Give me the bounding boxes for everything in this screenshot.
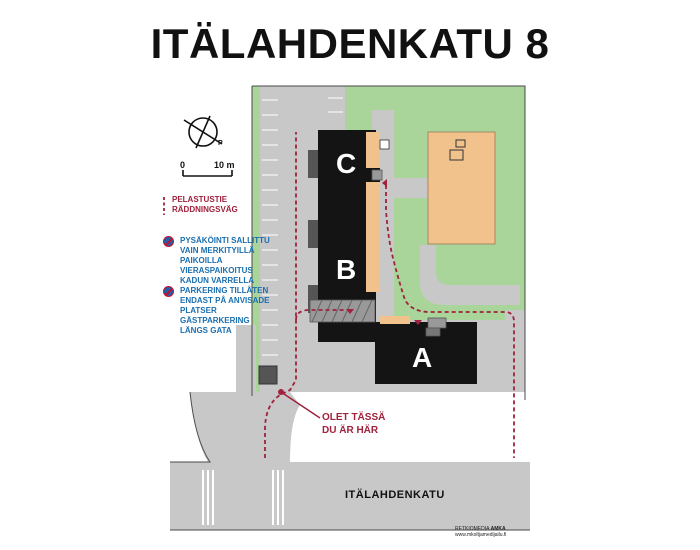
building-a-label: A [412, 342, 433, 373]
building-d-feature-2 [455, 139, 466, 148]
site-outline [170, 85, 530, 531]
building-b-annex [366, 180, 380, 292]
rescue-route [264, 132, 515, 458]
parking-stalls [262, 97, 343, 356]
parking-strip [236, 325, 256, 395]
scale-end-label: 10 m [214, 160, 235, 170]
driveway-curve [420, 245, 520, 305]
legend-rescue-sv: RÄDDNINGSVÄG [172, 205, 238, 214]
building-b-side-3 [308, 285, 318, 313]
crosswalk-right [272, 470, 284, 525]
legend-parking-fi-line: PYSÄKÖINTI SALLITTU [180, 236, 270, 245]
info-board [258, 365, 278, 385]
white-lot [290, 392, 525, 462]
legend-parking-sv: PARKERING TILLÅTEN ENDAST PÅ ANVISADE PL… [180, 286, 270, 336]
building-b-side-1 [308, 150, 318, 178]
no-parking-icon [163, 286, 174, 297]
building-d [427, 131, 496, 245]
street [170, 462, 530, 530]
scale-start-label: 0 [180, 160, 186, 170]
legend-rescue-route: PELASTUSTIE RÄDDNINGSVÄG [172, 195, 238, 215]
rescue-arrow-2 [346, 309, 354, 314]
legend-parking-sv-line: LÄNGS GATA [180, 326, 232, 335]
scale-bar [182, 170, 233, 177]
crosswalk-left [202, 470, 214, 525]
legend-parking-sv-line: PLATSER [180, 306, 217, 315]
credit-line2: www.mkoltjamedijailu.fi [455, 532, 507, 538]
legend-parking-fi-line: KADUN VARRELLA [180, 276, 255, 285]
legend-parking-sv-line: ENDAST PÅ ANVISADE [180, 296, 270, 305]
page-title: ITÄLAHDENKATU 8 [150, 20, 550, 67]
building-b-side-2 [308, 220, 318, 248]
entry-pad-a2 [425, 327, 441, 337]
entry-pad-a [427, 317, 447, 329]
credit: RETKIOMEDIA AMKA www.mkoltjamedijailu.fi [455, 526, 506, 538]
credit-line1: RETKIOMEDIA [455, 526, 490, 532]
entry-pad-c [371, 169, 383, 181]
legend-parking-sv-line: GÄSTPARKERING [180, 316, 250, 325]
building-a-annex [380, 316, 410, 324]
you-are-here-sv: DU ÄR HÄR [322, 425, 379, 436]
north-arrow-icon [183, 115, 223, 149]
building-d-feature-1 [449, 149, 464, 161]
legend-parking-sv-line: PARKERING TILLÅTEN [180, 286, 269, 295]
legend-parking-fi-line: VAIN MERKITYILLÄ [180, 246, 255, 255]
rescue-arrow-1 [382, 179, 387, 187]
credit-brand: AMKA [490, 526, 506, 532]
east-road [505, 310, 525, 400]
legend-rescue-fi: PELASTUSTIE [172, 195, 228, 204]
hatched-lines-b [311, 299, 373, 323]
building-c-label: C [336, 148, 357, 179]
you-are-here-label: OLET TÄSSÄ DU ÄR HÄR [322, 411, 385, 437]
you-are-here-leader [280, 391, 321, 419]
connector-road [380, 178, 430, 198]
street-label: ITÄLAHDENKATU [345, 489, 445, 501]
legend-parking-fi-line: PAIKOILLA [180, 256, 223, 265]
rescue-arrow-3 [414, 320, 422, 325]
you-are-here-fi: OLET TÄSSÄ [322, 412, 386, 423]
grass-strip [252, 86, 260, 396]
legend-parking-fi-line: VIERASPAIKOITUS [180, 266, 253, 275]
building-b-label: B [336, 254, 357, 285]
north-label: P [218, 140, 223, 147]
bin-shelter [379, 139, 390, 150]
no-parking-icon [163, 236, 174, 247]
hatched-pad-b [309, 299, 376, 323]
entry-curve [190, 392, 255, 462]
building-c-annex [366, 132, 380, 172]
legend-parking-fi: PYSÄKÖINTI SALLITTU VAIN MERKITYILLÄ PAI… [180, 236, 270, 286]
